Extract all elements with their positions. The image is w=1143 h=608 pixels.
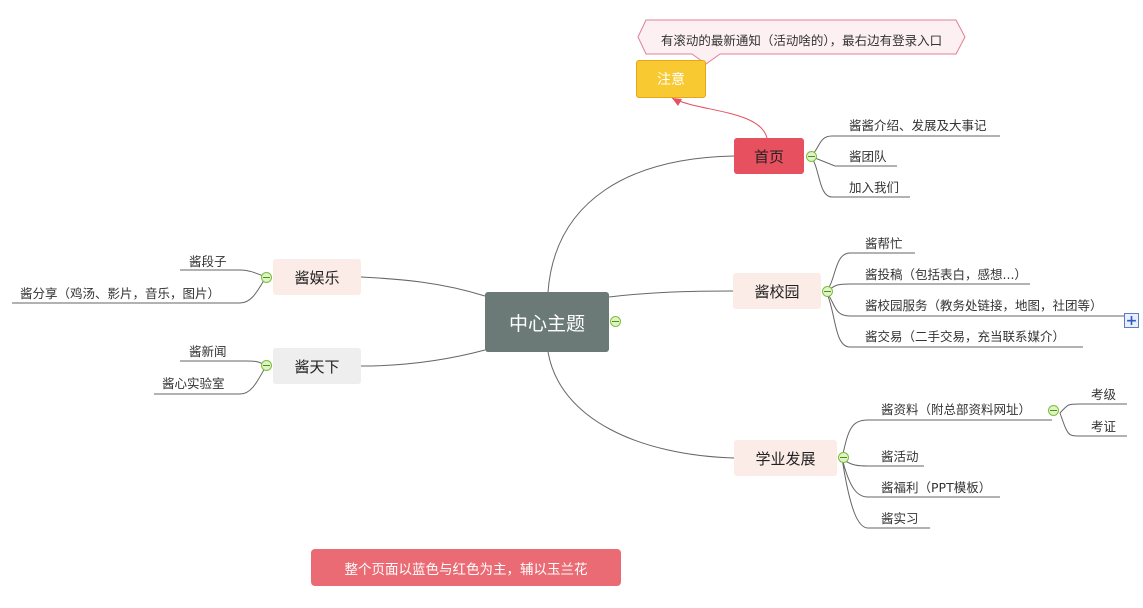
world-leaf-news[interactable]: 酱新闻 [189,344,227,359]
expand-plus-icon[interactable]: + [1124,312,1139,329]
study-leaf-certificate[interactable]: 考证 [1091,419,1117,434]
collapse-icon[interactable] [806,151,817,162]
study-leaf-exam-level[interactable]: 考级 [1091,387,1117,402]
collapse-icon[interactable] [1048,405,1059,416]
world-leaf-lab[interactable]: 酱心实验室 [162,376,225,391]
collapse-icon[interactable] [261,360,272,371]
collapse-icon[interactable] [822,286,833,297]
study-leaf-internship[interactable]: 酱实习 [881,511,919,526]
home-leaf-intro[interactable]: 酱酱介绍、发展及大事记 [849,118,987,133]
study-leaf-benefits[interactable]: 酱福利（PPT模板） [881,480,992,495]
ent-leaf-share[interactable]: 酱分享（鸡汤、影片，音乐，图片） [20,286,221,301]
central-topic[interactable]: 中心主题 [485,292,609,352]
campus-leaf-help[interactable]: 酱帮忙 [865,236,903,251]
home-leaf-team[interactable]: 酱团队 [849,149,887,164]
notice-callout: 有滚动的最新通知（活动啥的），最右边有登录入口 [660,32,943,48]
collapse-icon[interactable] [261,272,272,283]
design-note-banner: 整个页面以蓝色与红色为主，辅以玉兰花 [311,549,621,586]
branch-campus[interactable]: 酱校园 [733,273,821,309]
branch-world[interactable]: 酱天下 [273,348,361,384]
home-leaf-join[interactable]: 加入我们 [849,180,900,195]
branch-study[interactable]: 学业发展 [734,440,837,476]
campus-leaf-submit[interactable]: 酱投稿（包括表白，感想...） [865,267,1027,282]
notice-node[interactable]: 注意 [636,60,706,98]
campus-leaf-services[interactable]: 酱校园服务（教务处链接，地图，社团等） [865,298,1103,313]
ent-leaf-jokes[interactable]: 酱段子 [189,254,227,269]
campus-leaf-trade[interactable]: 酱交易（二手交易，充当联系媒介） [865,329,1066,344]
collapse-icon[interactable] [838,452,849,463]
collapse-icon[interactable] [610,316,621,327]
study-leaf-resources[interactable]: 酱资料（附总部资料网址） [881,402,1032,417]
branch-home[interactable]: 首页 [734,138,804,174]
study-leaf-activities[interactable]: 酱活动 [881,449,919,464]
branch-entertainment[interactable]: 酱娱乐 [273,259,361,295]
